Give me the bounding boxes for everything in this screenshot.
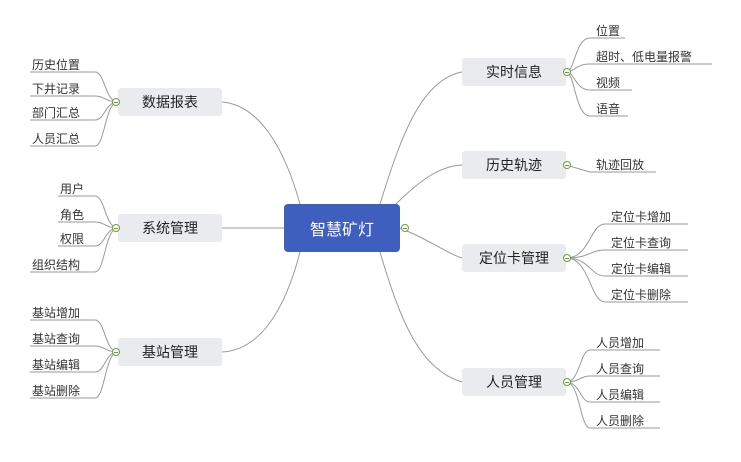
- leaf-report-dept-summary[interactable]: 部门汇总: [32, 106, 81, 120]
- leaf-system-user[interactable]: 用户: [60, 182, 85, 196]
- leaf-realtime-position[interactable]: 位置: [596, 24, 621, 38]
- leaf-report-shaft-record[interactable]: 下井记录: [32, 82, 81, 96]
- branch-report[interactable]: 数据报表: [118, 88, 222, 116]
- leaf-station-edit[interactable]: 基站编辑: [32, 358, 81, 372]
- leaf-station-query[interactable]: 基站查询: [32, 332, 81, 346]
- collapse-toggle-icon[interactable]: [112, 98, 120, 106]
- link-report: [221, 101, 301, 205]
- leaf-report-history-position[interactable]: 历史位置: [32, 58, 81, 72]
- link-history: [394, 164, 463, 206]
- link-person: [379, 251, 463, 383]
- leaf-card-delete[interactable]: 定位卡删除: [611, 288, 672, 302]
- leaf-card-edit[interactable]: 定位卡编辑: [611, 262, 672, 276]
- branch-card[interactable]: 定位卡管理: [462, 244, 566, 272]
- link-realtime: [379, 71, 463, 205]
- link-card: [399, 227, 463, 259]
- link-station: [221, 251, 301, 353]
- leaf-report-person-summary[interactable]: 人员汇总: [32, 132, 81, 146]
- leaf-person-add[interactable]: 人员增加: [596, 336, 645, 350]
- leaf-system-role[interactable]: 角色: [60, 208, 85, 222]
- leaf-card-query[interactable]: 定位卡查询: [611, 236, 672, 250]
- root-node[interactable]: 智慧矿灯: [284, 204, 400, 252]
- leaf-realtime-voice[interactable]: 语音: [596, 102, 621, 116]
- leaf-person-edit[interactable]: 人员编辑: [596, 388, 645, 402]
- leaf-history-playback[interactable]: 轨迹回放: [596, 158, 645, 172]
- leaf-station-delete[interactable]: 基站删除: [32, 384, 81, 398]
- leaf-realtime-alarm[interactable]: 超时、低电量报警: [596, 50, 693, 64]
- leaf-person-delete[interactable]: 人员删除: [596, 414, 645, 428]
- leaf-realtime-video[interactable]: 视频: [596, 76, 621, 90]
- leaf-system-permission[interactable]: 权限: [60, 232, 85, 246]
- leaf-card-add[interactable]: 定位卡增加: [611, 210, 672, 224]
- branch-person[interactable]: 人员管理: [462, 368, 566, 396]
- collapse-toggle-icon[interactable]: [563, 161, 571, 169]
- branch-station[interactable]: 基站管理: [118, 338, 222, 366]
- branch-realtime[interactable]: 实时信息: [462, 58, 566, 86]
- collapse-toggle-icon[interactable]: [112, 348, 120, 356]
- branch-system[interactable]: 系统管理: [118, 214, 222, 242]
- leaf-system-org[interactable]: 组织结构: [32, 258, 81, 272]
- collapse-toggle-icon[interactable]: [563, 378, 571, 386]
- collapse-toggle-icon[interactable]: [563, 68, 571, 76]
- collapse-toggle-icon[interactable]: [563, 254, 571, 262]
- collapse-toggle-icon[interactable]: [112, 224, 120, 232]
- collapse-toggle-icon[interactable]: [401, 224, 409, 232]
- leaf-station-add[interactable]: 基站增加: [32, 306, 81, 320]
- branch-history[interactable]: 历史轨迹: [462, 151, 566, 179]
- leaf-person-query[interactable]: 人员查询: [596, 362, 645, 376]
